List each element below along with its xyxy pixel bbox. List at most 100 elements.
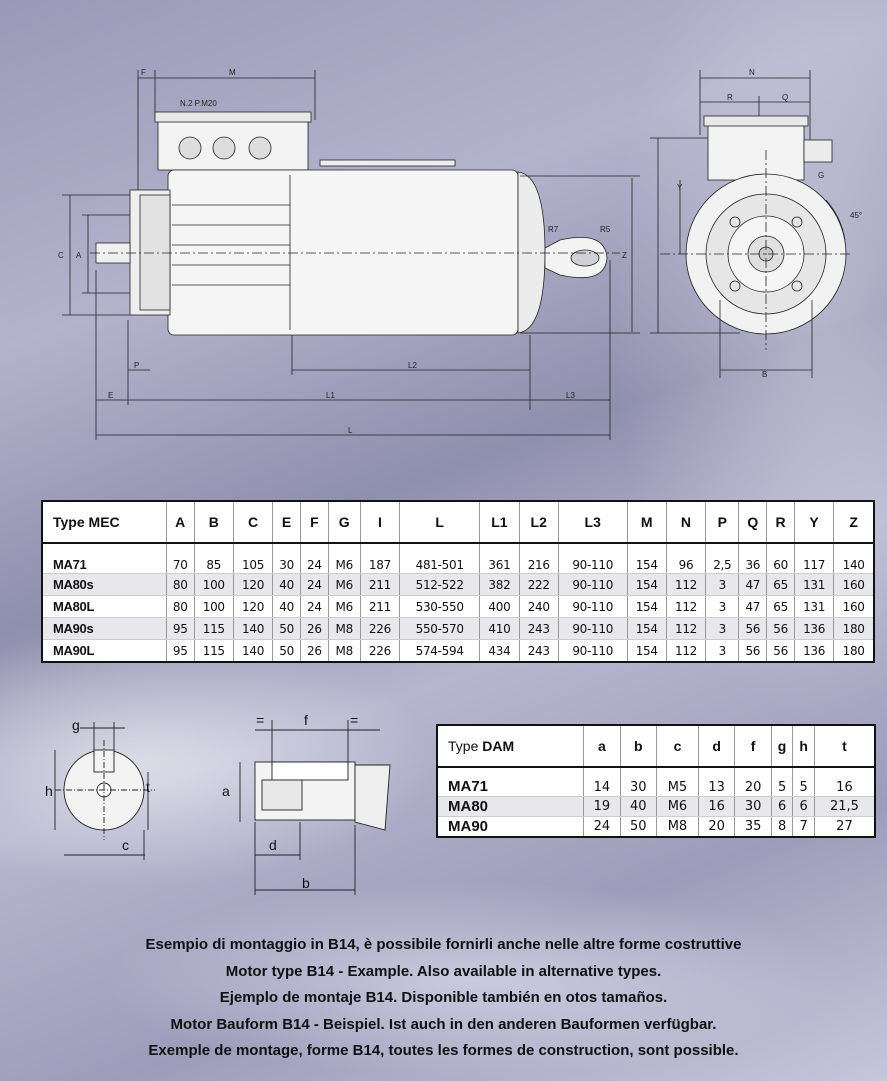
dam-value-cell: 27 (814, 816, 876, 838)
mec-value-cell: 481-501 (399, 543, 481, 574)
mec-type-cell: MA90L (42, 639, 167, 663)
dam-value-cell: 20 (734, 767, 772, 797)
mec-value-cell: 112 (666, 617, 707, 640)
mec-value-cell: 226 (360, 639, 401, 663)
mec-value-cell: 222 (519, 573, 559, 596)
dam-label-t: t (146, 779, 150, 795)
mec-value-cell: 65 (766, 595, 795, 618)
mec-value-cell: 434 (479, 639, 520, 663)
mec-header-cell: L3 (558, 501, 628, 544)
mec-header-cell: E (272, 501, 301, 544)
mec-value-cell: 226 (360, 617, 401, 640)
mec-value-cell: 85 (194, 543, 234, 574)
dam-value-cell: 20 (698, 816, 736, 838)
dam-value-cell: 14 (583, 767, 621, 797)
mec-value-cell: 50 (272, 617, 301, 640)
dam-label-g: g (72, 717, 80, 733)
dam-value-cell: 16 (814, 767, 876, 797)
mec-value-cell: 240 (519, 595, 559, 618)
mec-value-cell: 120 (233, 573, 274, 596)
mec-value-cell: 70 (166, 543, 195, 574)
mec-value-cell: 100 (194, 573, 234, 596)
mec-value-cell: 36 (738, 543, 768, 574)
mec-value-cell: 120 (233, 595, 274, 618)
mec-value-cell: 550-570 (399, 617, 481, 640)
mec-header-cell: Z (833, 501, 875, 544)
label-R5: R5 (600, 225, 611, 234)
mec-value-cell: 243 (519, 639, 559, 663)
label-B: B (762, 370, 767, 379)
label-E: E (108, 391, 113, 400)
mec-value-cell: 160 (833, 595, 875, 618)
dam-label-a: a (222, 783, 230, 799)
label-P: P (134, 361, 139, 370)
mec-type-cell: MA90s (42, 617, 167, 640)
caption-es: Ejemplo de montaje B14. Disponible tambi… (219, 989, 668, 1006)
dam-header-bold: DAM (482, 738, 515, 754)
dam-value-cell: M5 (656, 767, 699, 797)
mec-value-cell: 382 (479, 573, 520, 596)
mec-value-cell: 243 (519, 617, 559, 640)
dam-value-cell: 30 (620, 767, 658, 797)
dam-header-cell: t (814, 725, 876, 768)
dam-type-cell: MA71 (437, 767, 585, 797)
mec-value-cell: 131 (794, 595, 835, 618)
mec-value-cell: 112 (666, 595, 707, 618)
caption-en: Motor type B14 - Example. Also available… (225, 962, 662, 980)
mec-value-cell: 160 (833, 573, 875, 596)
dam-header-type: Type DAM (437, 725, 585, 768)
mec-header-cell: A (166, 501, 195, 544)
dam-value-cell: M6 (656, 796, 699, 817)
mec-value-cell: M6 (328, 595, 361, 618)
dam-label-eq2: = (350, 712, 358, 728)
mec-value-cell: 90-110 (558, 573, 628, 596)
dam-value-cell: 7 (792, 816, 815, 838)
caption-de: Motor Bauform B14 - Beispiel. Ist auch i… (170, 1015, 717, 1033)
dam-header-cell: g (771, 725, 794, 768)
mec-value-cell: 80 (166, 573, 195, 596)
mec-value-cell: 56 (738, 639, 768, 663)
motor-drawing: F M N.2 P.M20 N R Q Y G 45° C A Z R7 R5 … (58, 68, 862, 440)
mec-value-cell: 56 (766, 639, 795, 663)
mec-value-cell: 140 (233, 639, 274, 663)
dam-value-cell: 35 (734, 816, 772, 838)
dam-value-cell: 16 (698, 796, 736, 817)
label-L3: L3 (566, 391, 575, 400)
mec-value-cell: 24 (300, 573, 329, 596)
mec-value-cell: 361 (479, 543, 520, 574)
mec-value-cell: 40 (272, 573, 301, 596)
dam-label-f: f (304, 712, 308, 728)
mec-value-cell: 3 (705, 617, 740, 640)
captions: Esempio di montaggio in B14, è possibile… (0, 932, 887, 1065)
mec-value-cell: 40 (272, 595, 301, 618)
mec-value-cell: 530-550 (399, 595, 481, 618)
label-Y: Y (677, 183, 683, 192)
mec-value-cell: 2,5 (705, 543, 740, 574)
dam-value-cell: 13 (698, 767, 736, 797)
mec-value-cell: 26 (300, 617, 329, 640)
mec-value-cell: 115 (194, 617, 234, 640)
mec-value-cell: 90-110 (558, 617, 628, 640)
dam-label-b: b (302, 875, 310, 891)
mec-value-cell: M8 (328, 639, 361, 663)
label-L2: L2 (408, 361, 417, 370)
caption-it: Esempio di montaggio in B14, è possibile… (145, 936, 742, 953)
dam-label-d: d (269, 837, 277, 853)
dam-header-cell: f (734, 725, 772, 768)
mec-value-cell: 131 (794, 573, 835, 596)
label-L: L (348, 426, 353, 435)
mec-value-cell: 154 (627, 543, 667, 574)
mec-dimensions-table: Type MEC A B C E F G I L L1 L2 L3 M N P … (41, 500, 875, 663)
mec-value-cell: M6 (328, 573, 361, 596)
mec-value-cell: 512-522 (399, 573, 481, 596)
mec-value-cell: 154 (627, 639, 667, 663)
dam-value-cell: 6 (792, 796, 815, 817)
mec-value-cell: 56 (766, 617, 795, 640)
mec-value-cell: 180 (833, 639, 875, 663)
label-G: G (818, 171, 824, 180)
dam-header-row: Type DAM a b c d f g h t (437, 725, 876, 768)
